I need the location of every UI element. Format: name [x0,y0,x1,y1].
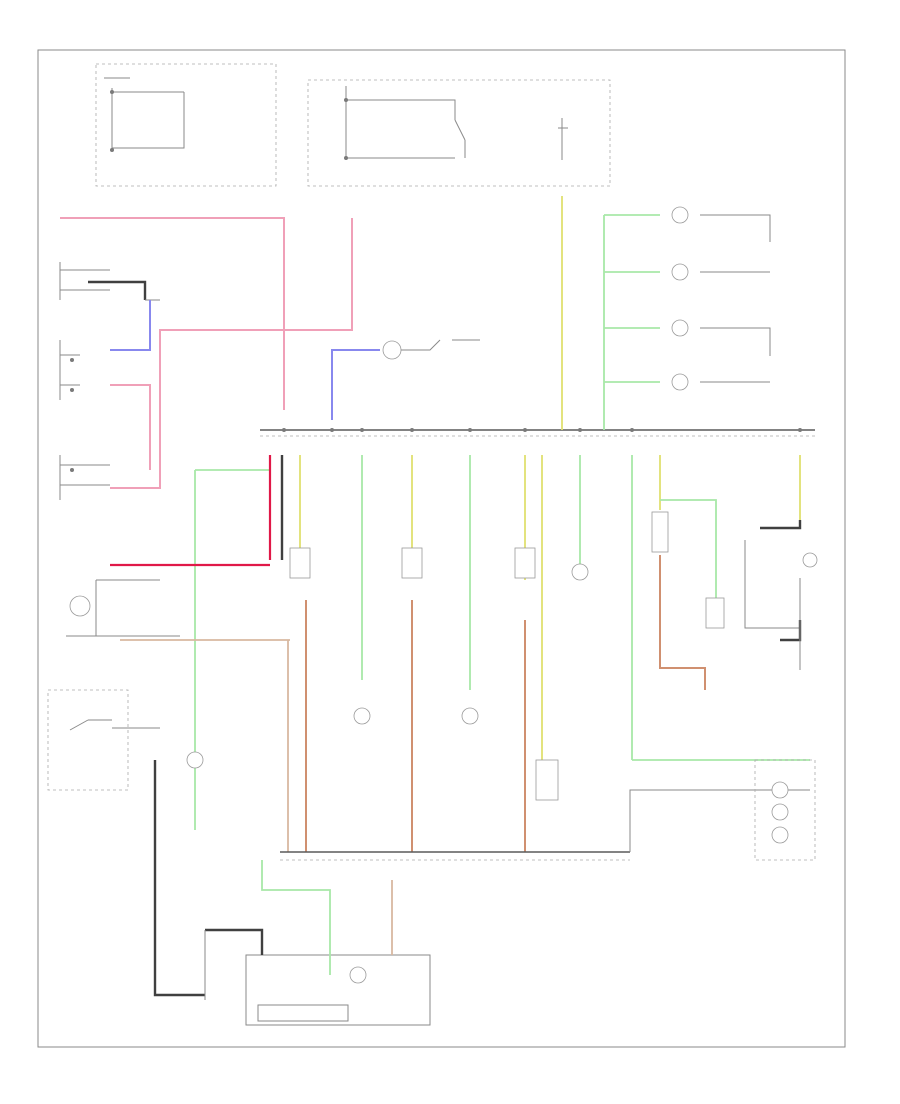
tan-return-wires [120,600,526,852]
right-component-box [744,520,802,670]
orange-wire-right [659,555,706,690]
instrument-cluster-lamps [754,759,816,861]
diagram-frame [37,49,846,1048]
illumination-lamps-row [186,511,818,801]
headlight-switch-wires [59,262,160,301]
component-label-blocks [518,88,830,360]
control-unit-bottom [204,860,431,1026]
fuse-text-block [192,86,232,124]
blue-wire [110,300,380,420]
illumination-feeds [194,455,801,830]
glovebox-lamp [382,339,480,360]
shift-position-switch [47,689,205,997]
pink-power-wire [60,217,353,489]
fuse-block-top-left [95,63,277,187]
left-lamp [69,595,91,617]
dimmer-switch-branch [95,579,160,636]
left-switch-group [59,340,110,500]
junction-box-top-center [307,79,611,187]
top-bus-connectors [282,428,802,432]
bottom-right-return [629,789,810,852]
green-dimmer-branches [603,206,771,430]
